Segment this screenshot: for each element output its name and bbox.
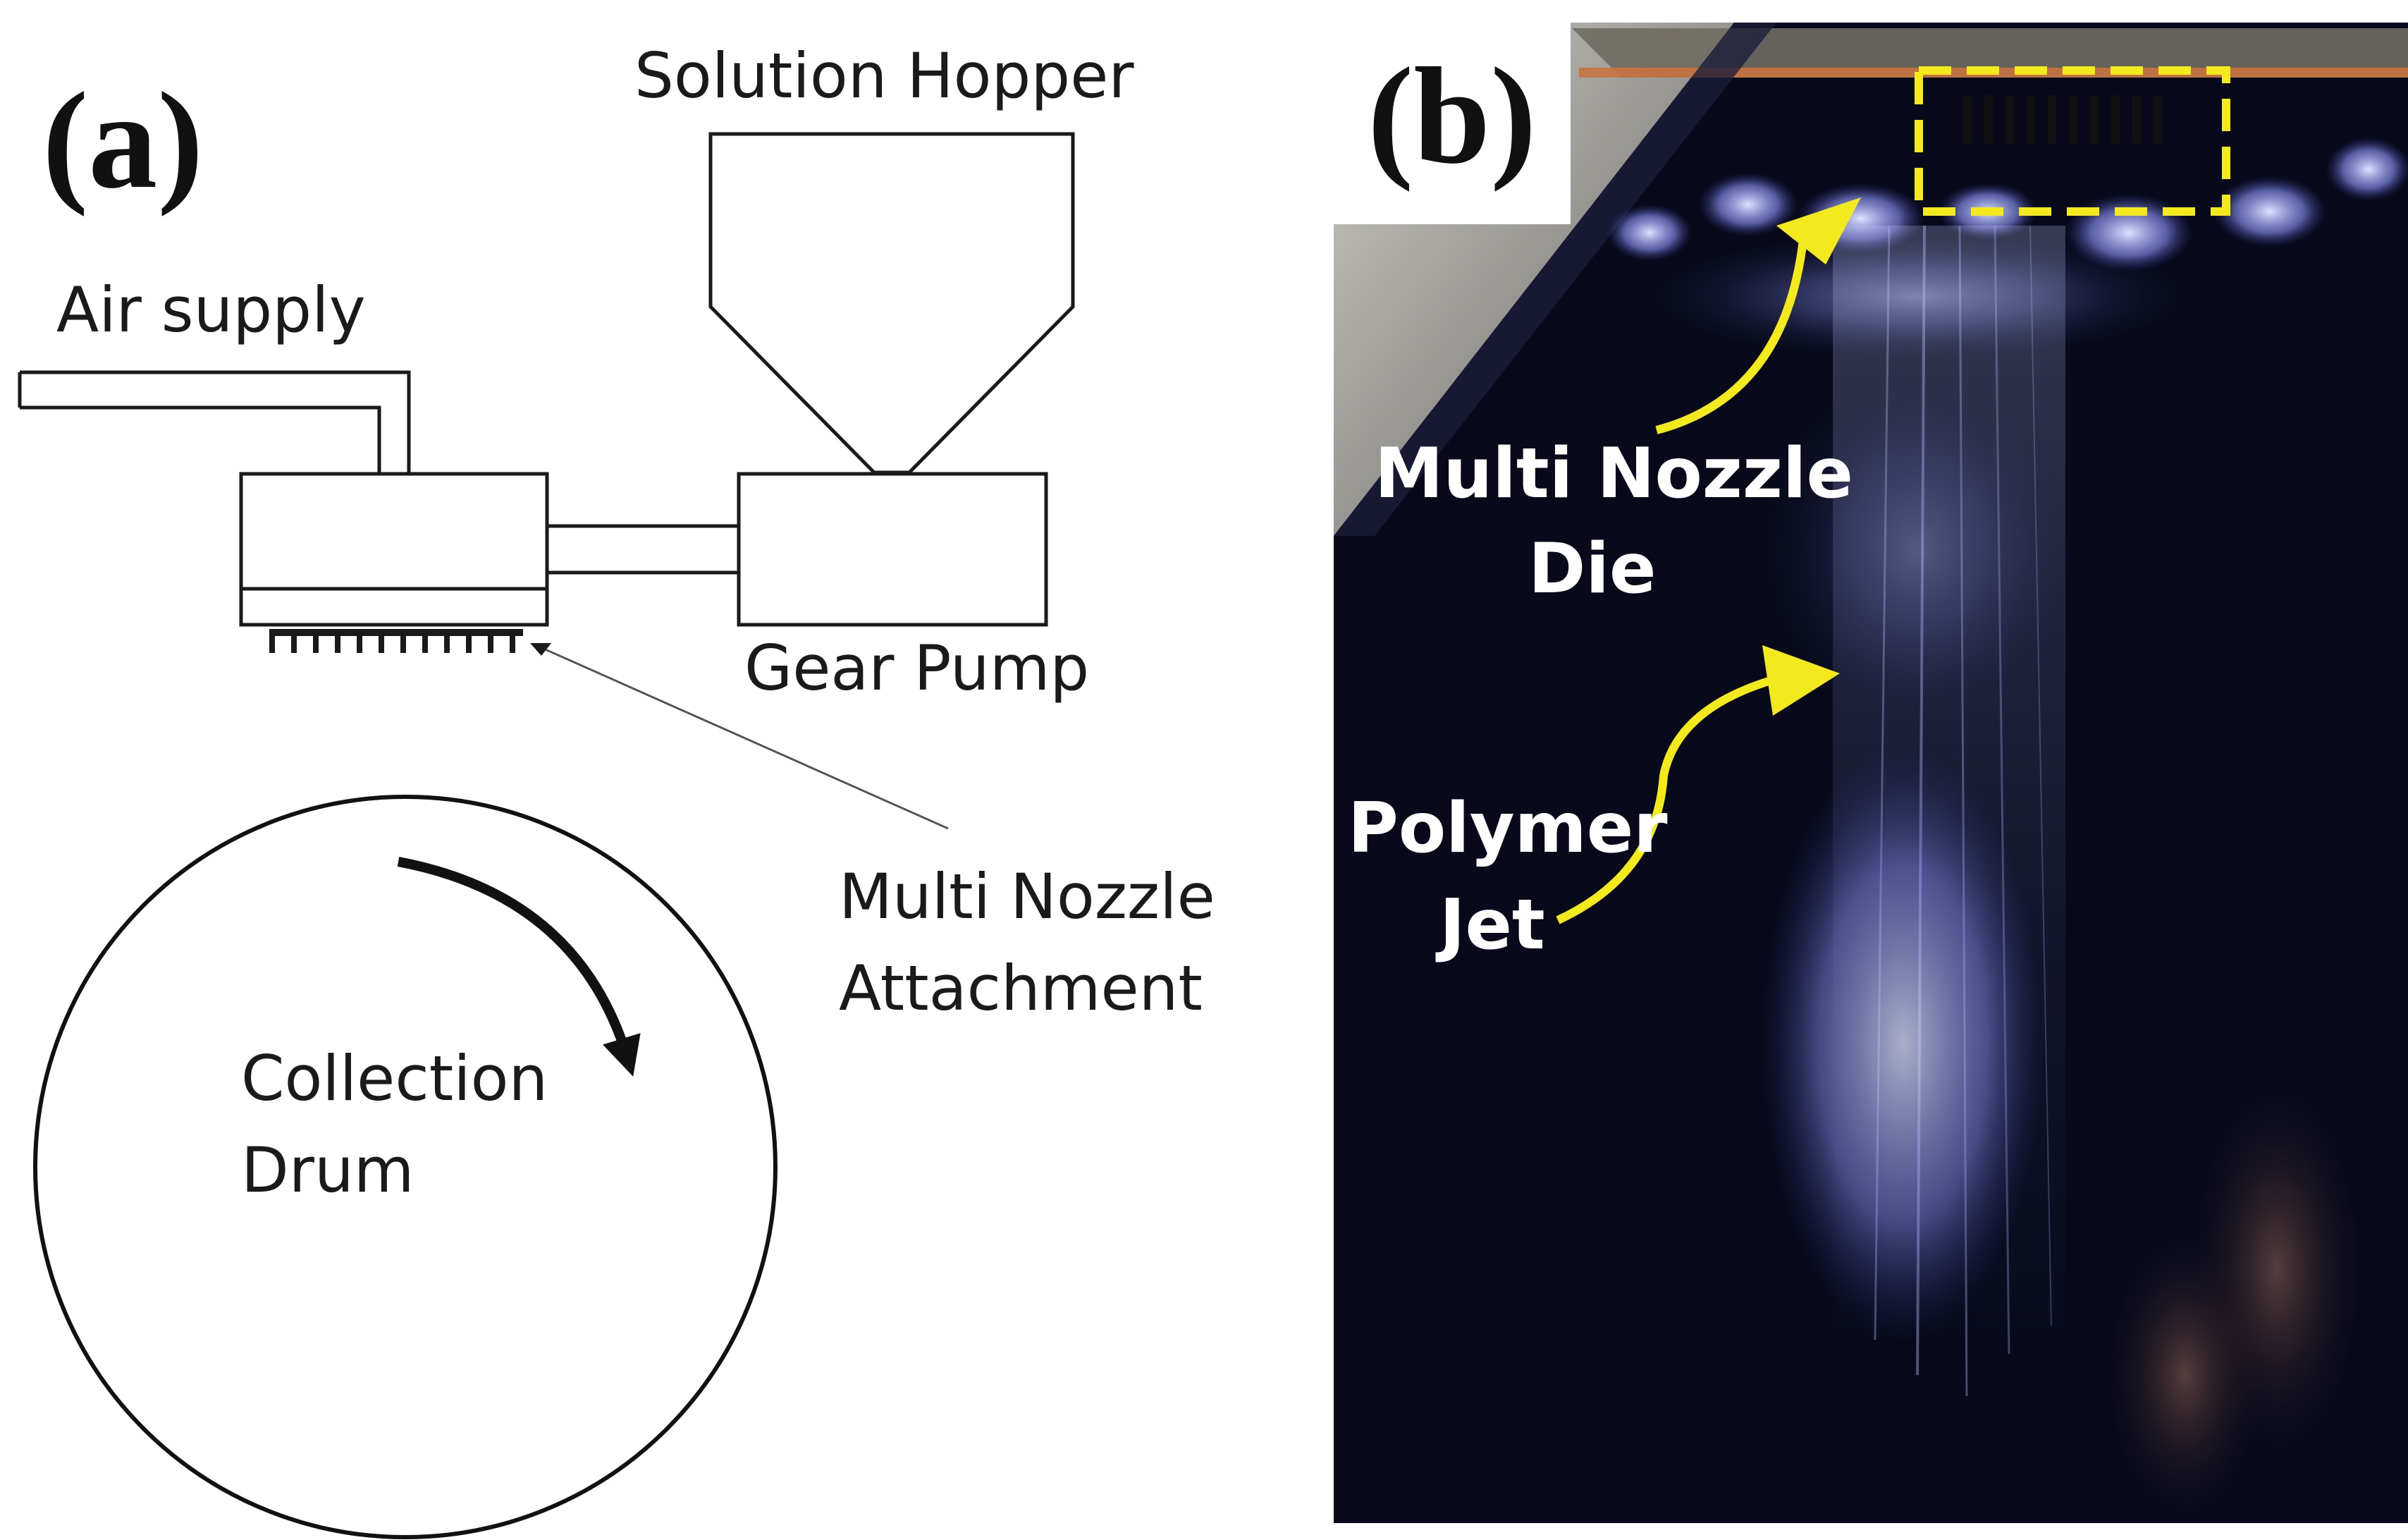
die-block <box>239 472 549 627</box>
polymer-jet-label-line1: Polymer <box>1348 788 1668 869</box>
multi-nozzle-attachment-label-line1: Multi Nozzle <box>839 860 1215 933</box>
panel-a-label: (a) <box>42 64 204 217</box>
jet-arrow-icon <box>1556 645 1840 924</box>
die-arrow-icon <box>1655 197 1861 434</box>
panel-b-label: (b) <box>1368 39 1537 192</box>
connecting-pipe <box>547 524 739 575</box>
solution-hopper: Solution Hopper <box>634 39 1134 475</box>
collection-drum-label-line2: Drum <box>241 1134 414 1206</box>
collection-drum: Collection Drum <box>33 795 778 1539</box>
solution-hopper-label: Solution Hopper <box>634 39 1134 112</box>
polymer-jet-label-line2: Jet <box>1435 885 1545 965</box>
multi-nozzle-die-label-line2: Die <box>1528 529 1656 609</box>
nozzle-die-highlight <box>1915 66 2230 216</box>
panel-b-photo: (b) <box>1334 23 2408 1523</box>
panel-a-schematic: (a) Solution Hopper Air supply Gear Pump <box>18 39 1215 1539</box>
multi-nozzle-attachment-label-line2: Attachment <box>839 952 1203 1025</box>
multi-nozzle-die-label-line1: Multi Nozzle <box>1375 434 1853 514</box>
air-supply-pipe: Air supply <box>18 274 411 474</box>
photo <box>1334 23 2408 1523</box>
air-supply-label: Air supply <box>56 274 366 346</box>
collection-drum-label-line1: Collection <box>241 1042 548 1115</box>
gear-pump-label: Gear Pump <box>744 632 1089 704</box>
gear-pump: Gear Pump <box>737 472 1089 704</box>
rotation-arrow-icon <box>397 857 641 1077</box>
multi-nozzle-attachment: Multi Nozzle Attachment <box>269 629 1215 1025</box>
